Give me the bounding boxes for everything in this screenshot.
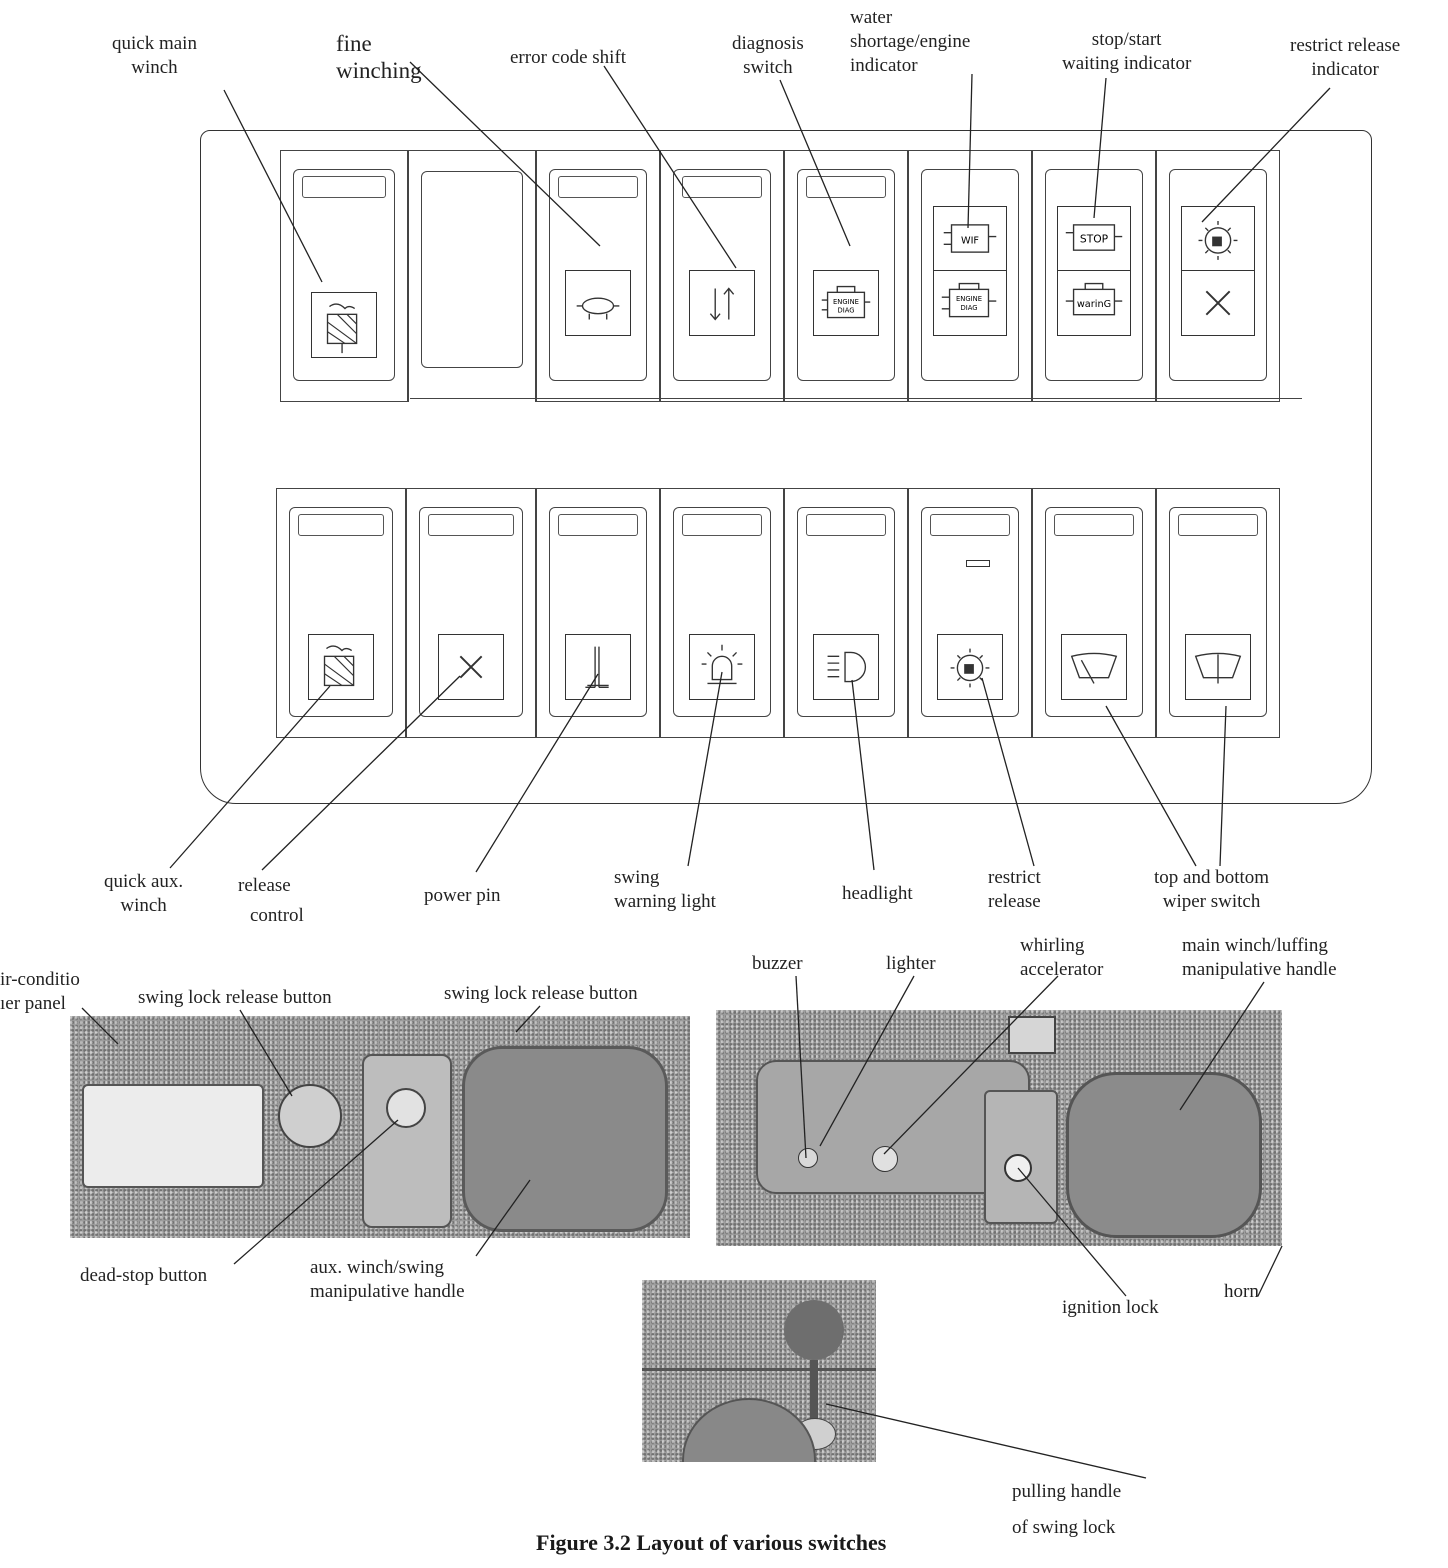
figure-caption: Figure 3.2 Layout of various switches [536,1530,886,1556]
